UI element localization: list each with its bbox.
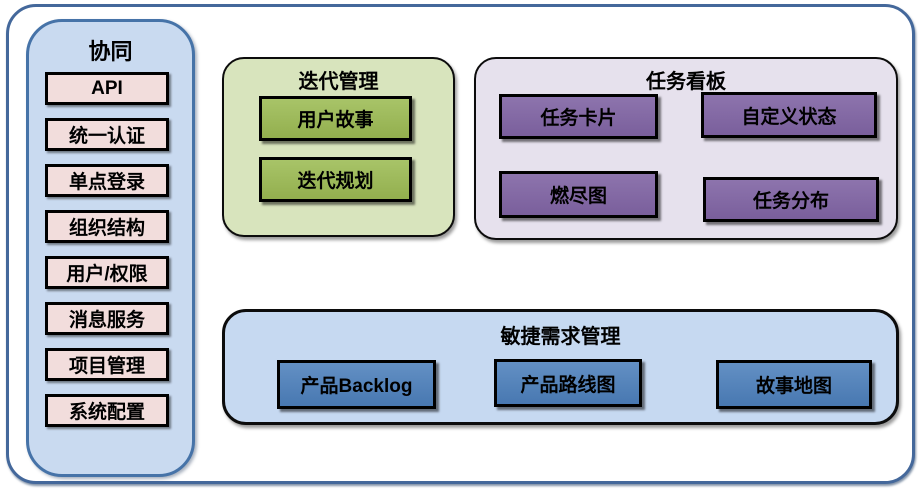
kanban-item-task-distrib: 任务分布 [703,177,879,222]
sidebar-item-message-svc: 消息服务 [45,302,169,335]
sidebar-collaboration: 协同 API 统一认证 单点登录 组织结构 用户/权限 消息服务 项目管理 系统… [26,19,195,477]
agile-item-product-backlog: 产品Backlog [277,360,436,409]
group-iteration-management: 迭代管理 用户故事 迭代规划 [222,57,455,237]
agile-item-story-map: 故事地图 [716,360,872,409]
iteration-item-user-story: 用户故事 [259,96,412,141]
group-agile-requirements: 敏捷需求管理 产品Backlog 产品路线图 故事地图 [222,309,899,425]
kanban-item-custom-status: 自定义状态 [701,92,877,138]
sidebar-item-project-mgmt: 项目管理 [45,348,169,381]
kanban-item-burndown: 燃尽图 [499,171,658,218]
sidebar-item-system-config: 系统配置 [45,394,169,427]
sidebar-item-unified-auth: 统一认证 [45,118,169,151]
group-iteration-title: 迭代管理 [298,71,379,93]
sidebar-item-api: API [45,72,169,105]
kanban-item-task-card: 任务卡片 [499,94,658,139]
group-task-kanban: 任务看板 任务卡片 自定义状态 燃尽图 任务分布 [474,57,898,240]
sidebar-item-org-structure: 组织结构 [45,210,169,243]
sidebar-item-user-perms: 用户/权限 [45,256,169,289]
agile-item-product-roadmap: 产品路线图 [494,359,642,407]
group-agile-title: 敏捷需求管理 [500,326,621,348]
group-kanban-title: 任务看板 [646,71,726,93]
iteration-item-sprint-planning: 迭代规划 [259,157,412,202]
sidebar-title: 协同 [88,39,133,64]
sidebar-item-sso: 单点登录 [45,164,169,197]
outer-frame: 协同 API 统一认证 单点登录 组织结构 用户/权限 消息服务 项目管理 系统… [6,4,915,484]
